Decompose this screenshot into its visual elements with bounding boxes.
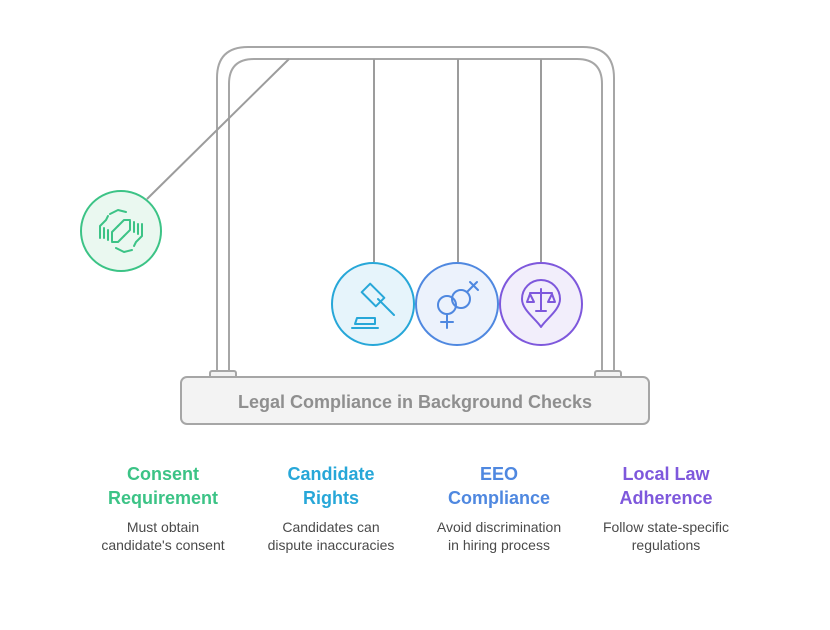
label-eeo-title: EEO Compliance xyxy=(447,464,551,508)
label-candidate-rights: Candidate Rights Candidates can dispute … xyxy=(246,462,416,554)
label-consent: Consent Requirement Must obtain candidat… xyxy=(78,462,248,554)
label-local-law: Local Law Adherence Follow state-specifi… xyxy=(581,462,751,554)
label-candidate-rights-desc: Candidates can dispute inaccuracies xyxy=(267,519,395,553)
base-plate xyxy=(180,376,650,425)
gender-icon xyxy=(437,281,479,329)
label-consent-title: Consent Requirement xyxy=(107,464,219,508)
handshake-icon xyxy=(99,209,143,253)
label-local-law-desc: Follow state-specific regulations xyxy=(602,519,730,553)
label-eeo-desc: Avoid discrimination in hiring process xyxy=(436,519,562,553)
ball-consent xyxy=(80,190,162,272)
ball-local-law xyxy=(499,262,583,346)
frame-outer xyxy=(216,46,615,372)
ball-candidate-rights xyxy=(331,262,415,346)
ball-eeo xyxy=(415,262,499,346)
frame-inner xyxy=(228,58,603,372)
label-local-law-title: Local Law Adherence xyxy=(619,464,713,508)
label-eeo: EEO Compliance Avoid discrimination in h… xyxy=(414,462,584,554)
string-consent xyxy=(146,58,290,200)
label-consent-desc: Must obtain candidate's consent xyxy=(101,519,225,553)
scales-location-icon xyxy=(521,279,561,328)
label-candidate-rights-title: Candidate Rights xyxy=(287,464,375,508)
base-title: Legal Compliance in Background Checks xyxy=(238,392,592,412)
gavel-icon xyxy=(351,282,395,329)
